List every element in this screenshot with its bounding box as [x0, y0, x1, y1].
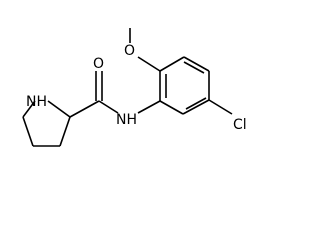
- molecule-diagram: O O NH NH Cl: [22, 28, 247, 147]
- bond-a2-a3-inner: [185, 97, 207, 110]
- bond-aryl-cl: [208, 99, 233, 115]
- bond-a4-a5: [183, 56, 210, 72]
- atom-ring-nitrogen: NH: [26, 94, 47, 110]
- bond-a2-a3: [182, 99, 210, 115]
- bond-a5-a6: [159, 56, 185, 72]
- atom-chlorine: Cl: [233, 117, 247, 133]
- atom-carbonyl-oxygen: O: [93, 56, 104, 72]
- bond-c5-n1: [22, 100, 36, 118]
- bond-aryl-methoxy-o: [137, 56, 161, 72]
- bond-c2-c3: [59, 116, 71, 147]
- structure-svg: O O NH NH Cl: [22, 28, 247, 147]
- bond-a4-a5-inner: [183, 61, 205, 74]
- atom-amide-nitrogen: NH: [116, 112, 137, 128]
- bond-n1-c2: [47, 100, 71, 118]
- bond-c2-carbonyl: [69, 100, 100, 118]
- bond-carbonyl-n: [98, 100, 119, 114]
- bond-c4-c5: [22, 116, 34, 147]
- bond-a1-a2: [159, 100, 184, 115]
- bond-n-aryl: [137, 100, 161, 114]
- atom-methoxy-oxygen: O: [124, 43, 135, 59]
